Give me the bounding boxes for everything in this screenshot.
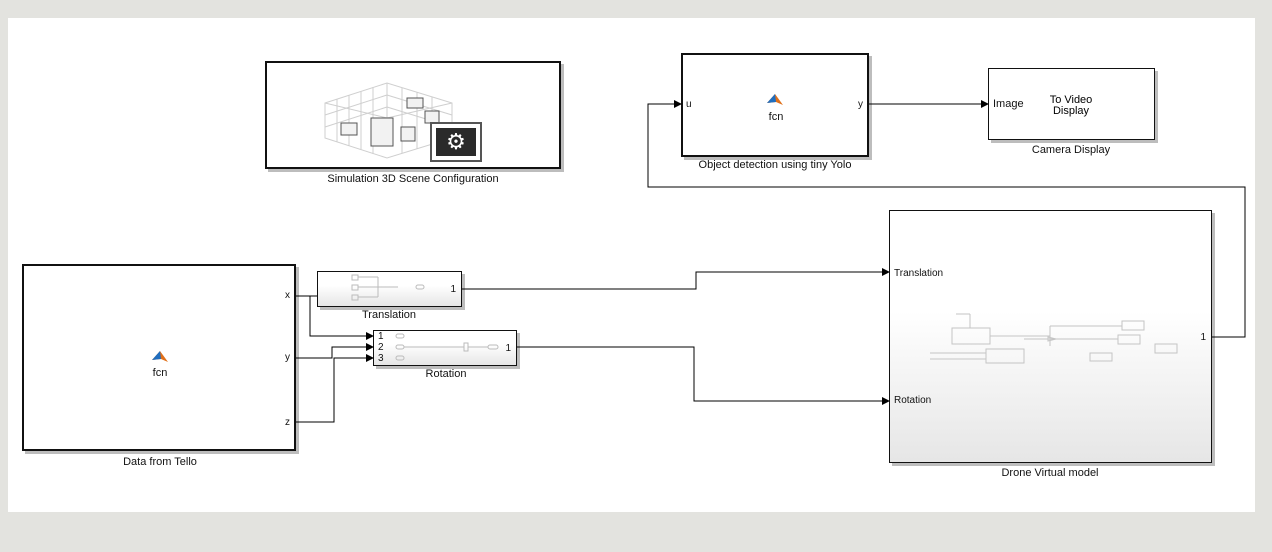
tello-fcn-block[interactable]: x y z fcn — [22, 264, 296, 451]
translation-mini-diagram — [351, 274, 425, 301]
drone-model-subsystem-block[interactable]: Translation Rotation 1 — [889, 210, 1212, 463]
camera-caption: Camera Display — [1031, 144, 1111, 156]
rotation-in-port-2: 2 — [378, 342, 384, 353]
gear-icon: ⚙ — [430, 122, 482, 162]
tello-port-y: y — [285, 352, 290, 363]
matlab-icon — [767, 93, 783, 107]
rotation-subsystem-block[interactable]: 1 2 3 1 — [373, 330, 517, 366]
matlab-icon — [152, 350, 168, 364]
tello-port-x: x — [285, 290, 290, 301]
drone-out-port: 1 — [1200, 332, 1206, 343]
camera-label: To Video Display — [1049, 94, 1093, 117]
rotation-out-port: 1 — [505, 343, 511, 354]
yolo-out-port: y — [858, 99, 863, 110]
rotation-in-port-1: 1 — [378, 331, 384, 342]
translation-caption: Translation — [361, 309, 417, 321]
scene-config-caption: Simulation 3D Scene Configuration — [327, 173, 499, 185]
yolo-caption: Object detection using tiny Yolo — [698, 159, 852, 171]
tello-port-z: z — [285, 417, 290, 428]
camera-display-block[interactable]: Image To Video Display — [988, 68, 1155, 140]
rotation-caption: Rotation — [425, 368, 467, 380]
drone-in-port-rotation: Rotation — [894, 395, 932, 406]
rotation-in-port-3: 3 — [378, 353, 384, 364]
rotation-mini-diagram — [395, 333, 499, 361]
translation-subsystem-block[interactable]: 1 — [317, 271, 462, 307]
yolo-fcn-block[interactable]: u y fcn — [681, 53, 869, 157]
yolo-in-port: u — [686, 99, 692, 110]
yolo-fcn-label: fcn — [768, 111, 784, 123]
scene-config-block[interactable]: ⚙ — [265, 61, 561, 169]
scene-3d-icon — [324, 82, 453, 159]
drone-mini-diagram — [930, 313, 1178, 364]
translation-out-port: 1 — [450, 284, 456, 295]
camera-in-port: Image — [993, 98, 1024, 110]
tello-caption: Data from Tello — [123, 456, 197, 468]
tello-fcn-label: fcn — [152, 367, 168, 379]
drone-caption: Drone Virtual model — [1001, 467, 1099, 479]
